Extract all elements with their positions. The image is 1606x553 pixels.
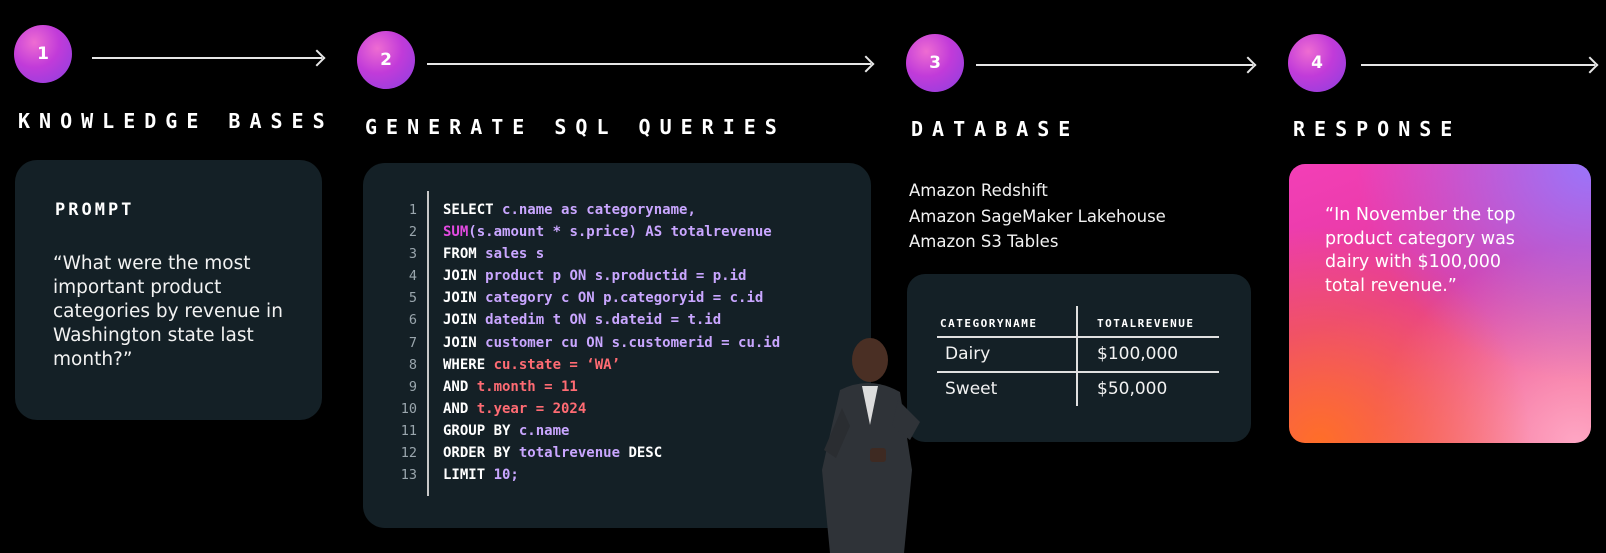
sql-token-ident: customer cu ON s.customerid = cu.id — [485, 334, 781, 351]
table-row-divider — [937, 371, 1219, 373]
sql-code-line: LIMIT 10; — [443, 464, 780, 486]
step-3-arrow — [976, 64, 1253, 66]
sql-token-ident: c.name — [518, 422, 570, 439]
database-service-item: Amazon Redshift — [909, 181, 1048, 200]
line-number: 4 — [408, 268, 417, 285]
sql-code-line: GROUP BY c.name — [443, 420, 780, 442]
sql-token-ident: (s.amount * s.price) AS totalrevenue — [468, 224, 772, 241]
sql-token-ident: c.name as categoryname, — [502, 202, 696, 218]
sql-token-keyword: JOIN — [443, 312, 486, 329]
line-number: 11 — [400, 422, 417, 439]
sql-token-keyword: LIMIT — [443, 467, 494, 484]
sql-code-line: JOIN product p ON s.productid = p.id — [443, 265, 780, 287]
step-4-number: 4 — [1311, 53, 1323, 73]
prompt-text: “What were the most important product ca… — [53, 253, 283, 370]
line-number: 5 — [408, 290, 417, 307]
sql-code-line: ORDER BY totalrevenue DESC — [443, 442, 780, 464]
sql-code-line: JOIN datedim t ON s.dateid = t.id — [443, 309, 780, 331]
sql-token-keyword: SELECT — [443, 202, 503, 218]
sql-token-cond: t.year = 2024 — [476, 400, 587, 417]
line-number: 1 — [408, 202, 417, 218]
step-3-number: 3 — [929, 53, 941, 73]
table-cell-category: Dairy — [945, 344, 991, 364]
step-3-heading: DATABASE — [911, 117, 1080, 141]
sql-code-line: AND t.year = 2024 — [443, 398, 780, 420]
presenter-figure — [822, 338, 920, 553]
line-number: 13 — [400, 467, 417, 484]
database-service-item: Amazon S3 Tables — [909, 232, 1059, 251]
sql-code-line: JOIN customer cu ON s.customerid = cu.id — [443, 332, 780, 354]
table-cell-revenue: $50,000 — [1097, 379, 1168, 399]
sql-token-keyword: DESC — [628, 445, 663, 462]
sql-code-line: SELECT c.name as categoryname, — [443, 199, 780, 221]
table-cell-revenue: $100,000 — [1097, 344, 1179, 364]
sql-code-line: AND t.month = 11 — [443, 376, 780, 398]
line-number: 3 — [408, 246, 417, 263]
step-1-number: 1 — [37, 44, 49, 64]
database-services-list: Amazon Redshift Amazon SageMaker Lakehou… — [909, 178, 1166, 255]
step-4-arrow — [1361, 64, 1595, 66]
line-number: 6 — [408, 312, 417, 329]
sql-token-keyword: JOIN — [443, 268, 486, 285]
step-1-arrow — [92, 57, 322, 59]
line-number: 9 — [408, 378, 417, 395]
sql-token-ident: totalrevenue — [518, 445, 629, 462]
sql-token-keyword: ORDER BY — [443, 445, 519, 462]
sql-token-keyword: JOIN — [443, 334, 486, 351]
table-cell-category: Sweet — [945, 379, 998, 399]
response-text: “In November the top product category wa… — [1325, 205, 1516, 296]
line-number: 12 — [400, 445, 417, 462]
step-2-arrow — [427, 63, 871, 65]
table-column-divider — [1076, 306, 1078, 406]
sql-token-ident: datedim t ON s.dateid = t.id — [485, 312, 722, 329]
sql-token-keyword: WHERE — [443, 356, 494, 373]
line-number: 8 — [408, 356, 417, 373]
database-service-item: Amazon SageMaker Lakehouse — [909, 206, 1166, 226]
table-header-divider — [937, 336, 1219, 338]
sql-token-cond: t.month = 11 — [476, 378, 578, 395]
sql-token-ident: sales s — [485, 246, 545, 263]
sql-token-keyword: JOIN — [443, 290, 486, 307]
sql-token-cond: cu.state = ‘WA’ — [493, 356, 621, 373]
sql-code-line: FROM sales s — [443, 243, 780, 265]
step-1-circle: 1 — [14, 25, 72, 83]
step-2-number: 2 — [380, 50, 392, 70]
step-1-heading: KNOWLEDGE BASES — [18, 109, 334, 133]
line-number: 2 — [408, 224, 417, 241]
step-3-circle: 3 — [906, 34, 964, 92]
step-2-heading: GENERATE SQL QUERIES — [365, 115, 786, 139]
sql-token-keyword: AND — [443, 400, 477, 417]
code-gutter-divider — [427, 191, 429, 496]
sql-token-ident: category c ON p.categoryid = c.id — [485, 290, 764, 307]
sql-code-line: JOIN category c ON p.categoryid = c.id — [443, 287, 780, 309]
sql-query-code: SELECT c.name as categoryname,SUM(s.amou… — [443, 199, 780, 486]
sql-code-line: SUM(s.amount * s.price) AS totalrevenue — [443, 221, 780, 243]
line-number: 10 — [400, 400, 417, 417]
prompt-panel: PROMPT “What were the most important pro… — [15, 160, 322, 420]
sql-token-keyword: FROM — [443, 246, 486, 263]
table-header-categoryname: CATEGORYNAME — [940, 317, 1038, 330]
step-4-heading: RESPONSE — [1293, 117, 1462, 141]
sql-token-keyword: AND — [443, 378, 477, 395]
sql-token-keyword: GROUP BY — [443, 422, 519, 439]
sql-token-ident: product p ON s.productid = p.id — [485, 268, 747, 285]
prompt-label: PROMPT — [55, 200, 135, 220]
step-2-circle: 2 — [357, 31, 415, 89]
table-header-totalrevenue: TOTALREVENUE — [1097, 317, 1195, 330]
sql-token-ident: 10; — [493, 467, 519, 484]
query-result-panel: CATEGORYNAME TOTALREVENUE Dairy $100,000… — [907, 274, 1251, 442]
sql-code-line: WHERE cu.state = ‘WA’ — [443, 354, 780, 376]
step-4-circle: 4 — [1288, 34, 1346, 92]
response-card: “In November the top product category wa… — [1289, 164, 1591, 443]
line-number: 7 — [408, 334, 417, 351]
sql-token-func: SUM — [443, 224, 469, 241]
